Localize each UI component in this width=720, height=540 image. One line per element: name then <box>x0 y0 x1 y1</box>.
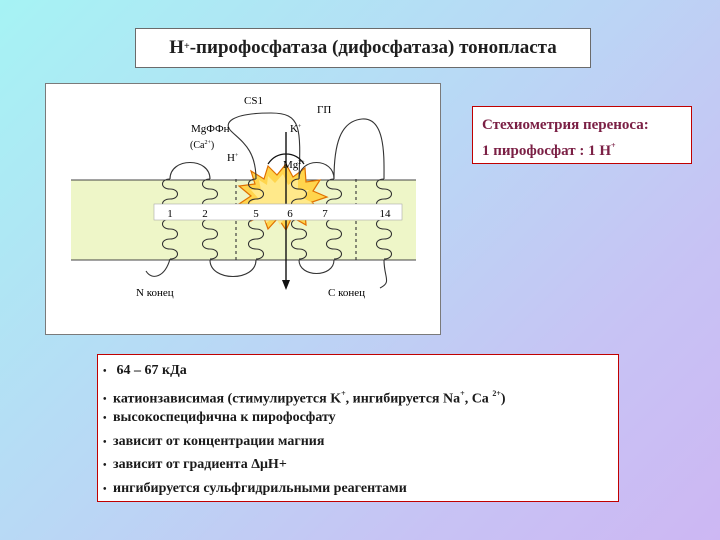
label-gp: ГП <box>317 104 331 116</box>
helix-num-14: 14 <box>380 208 392 220</box>
property-text-part: , ингибируется Na <box>345 391 461 407</box>
helix-number-strip <box>153 203 403 221</box>
property-text: зависит от концентрации магния <box>113 433 325 449</box>
stoichiometry-line-2: 1 пирофосфат : 1 H+ <box>482 136 691 162</box>
membrane-topology-diagram: 1 2 5 6 7 14 CS1 ГП MgФФн (Ca2+) K+ H+ M… <box>45 83 441 335</box>
property-item: • зависит от градиента ΔμH+ <box>103 453 618 477</box>
bullet-icon: • <box>103 394 107 406</box>
stoichiometry-ratio: 1 пирофосфат : 1 H <box>482 143 611 159</box>
stoichiometry-box: Стехиометрия переноса: 1 пирофосфат : 1 … <box>472 106 692 164</box>
property-item: • 64 – 67 кДа <box>103 359 618 383</box>
property-text-part: , Ca <box>464 391 493 407</box>
loops <box>145 112 388 289</box>
property-item: • ингибируется сульфгидрильными реагентам… <box>103 477 618 501</box>
bullet-icon: • <box>103 413 107 424</box>
diagram-svg: 1 2 5 6 7 14 CS1 ГП MgФФн (Ca2+) K+ H+ M… <box>71 95 416 299</box>
loop-2-5-bottom <box>209 259 257 278</box>
property-text: высокоспецифична к пирофосфату <box>113 410 336 425</box>
property-item: • высокоспецифична к пирофосфату <box>103 406 618 430</box>
loop-6-7-bottom <box>298 259 335 274</box>
label-k: K+ <box>290 123 302 135</box>
property-sup: + <box>460 388 465 398</box>
stoichiometry-line-1: Стехиометрия переноса: <box>482 117 649 133</box>
title-h-charge: + <box>184 40 190 52</box>
bullet-icon: • <box>103 483 107 495</box>
property-item: • зависит от концентрации магния <box>103 430 618 454</box>
title-rest: -пирофосфатаза (дифосфатаза) тонопласта <box>189 37 557 58</box>
property-text: 64 – 67 кДа <box>116 363 187 378</box>
bullet-icon: • <box>103 460 107 471</box>
mg-arrow-curve <box>285 153 305 165</box>
h-arrow-curve <box>267 153 287 165</box>
loop-7-14-gp <box>333 118 385 180</box>
title-h: H <box>169 37 185 58</box>
label-mg: Mg2+ <box>283 159 305 171</box>
loop-5-6-cs1 <box>227 112 301 180</box>
property-text: ингибируется сульфгидрильными реагентами <box>113 480 407 496</box>
properties-box: • 64 – 67 кДа • катионзависимая (стимулир… <box>97 354 619 502</box>
helix-num-6: 6 <box>287 208 293 220</box>
page-title: H+-пирофосфатаза (дифосфатаза) тонопласт… <box>135 28 591 68</box>
label-mgffn: MgФФн <box>191 123 230 135</box>
property-text-part: катионзависимая (стимулируется K <box>113 391 342 407</box>
loop-1-2 <box>169 161 211 180</box>
label-cs1: CS1 <box>244 95 263 107</box>
property-sup: + <box>341 388 346 398</box>
label-h: H+ <box>227 152 239 164</box>
helix-num-7: 7 <box>322 208 328 220</box>
property-item: •катионзависимая (стимулируется K+, инги… <box>103 383 618 407</box>
stoichiometry-charge: + <box>611 141 616 150</box>
loop-6-7 <box>298 162 335 180</box>
property-sup: 2+ <box>492 388 501 398</box>
helix-num-1: 1 <box>167 208 173 220</box>
bullet-icon: • <box>103 436 107 448</box>
label-n-end: N конец <box>136 287 174 299</box>
property-text-part: ) <box>500 391 506 407</box>
helix-num-2: 2 <box>202 208 208 220</box>
property-text: зависит от градиента ΔμH+ <box>113 457 287 472</box>
helix-num-5: 5 <box>253 208 259 220</box>
label-ca: (Ca2+) <box>190 140 214 151</box>
proton-path-arrowhead <box>282 280 290 290</box>
label-c-end: C конец <box>328 287 365 299</box>
bullet-icon: • <box>103 366 107 377</box>
n-terminus-tail <box>145 258 171 277</box>
c-terminus-tail <box>379 259 388 289</box>
